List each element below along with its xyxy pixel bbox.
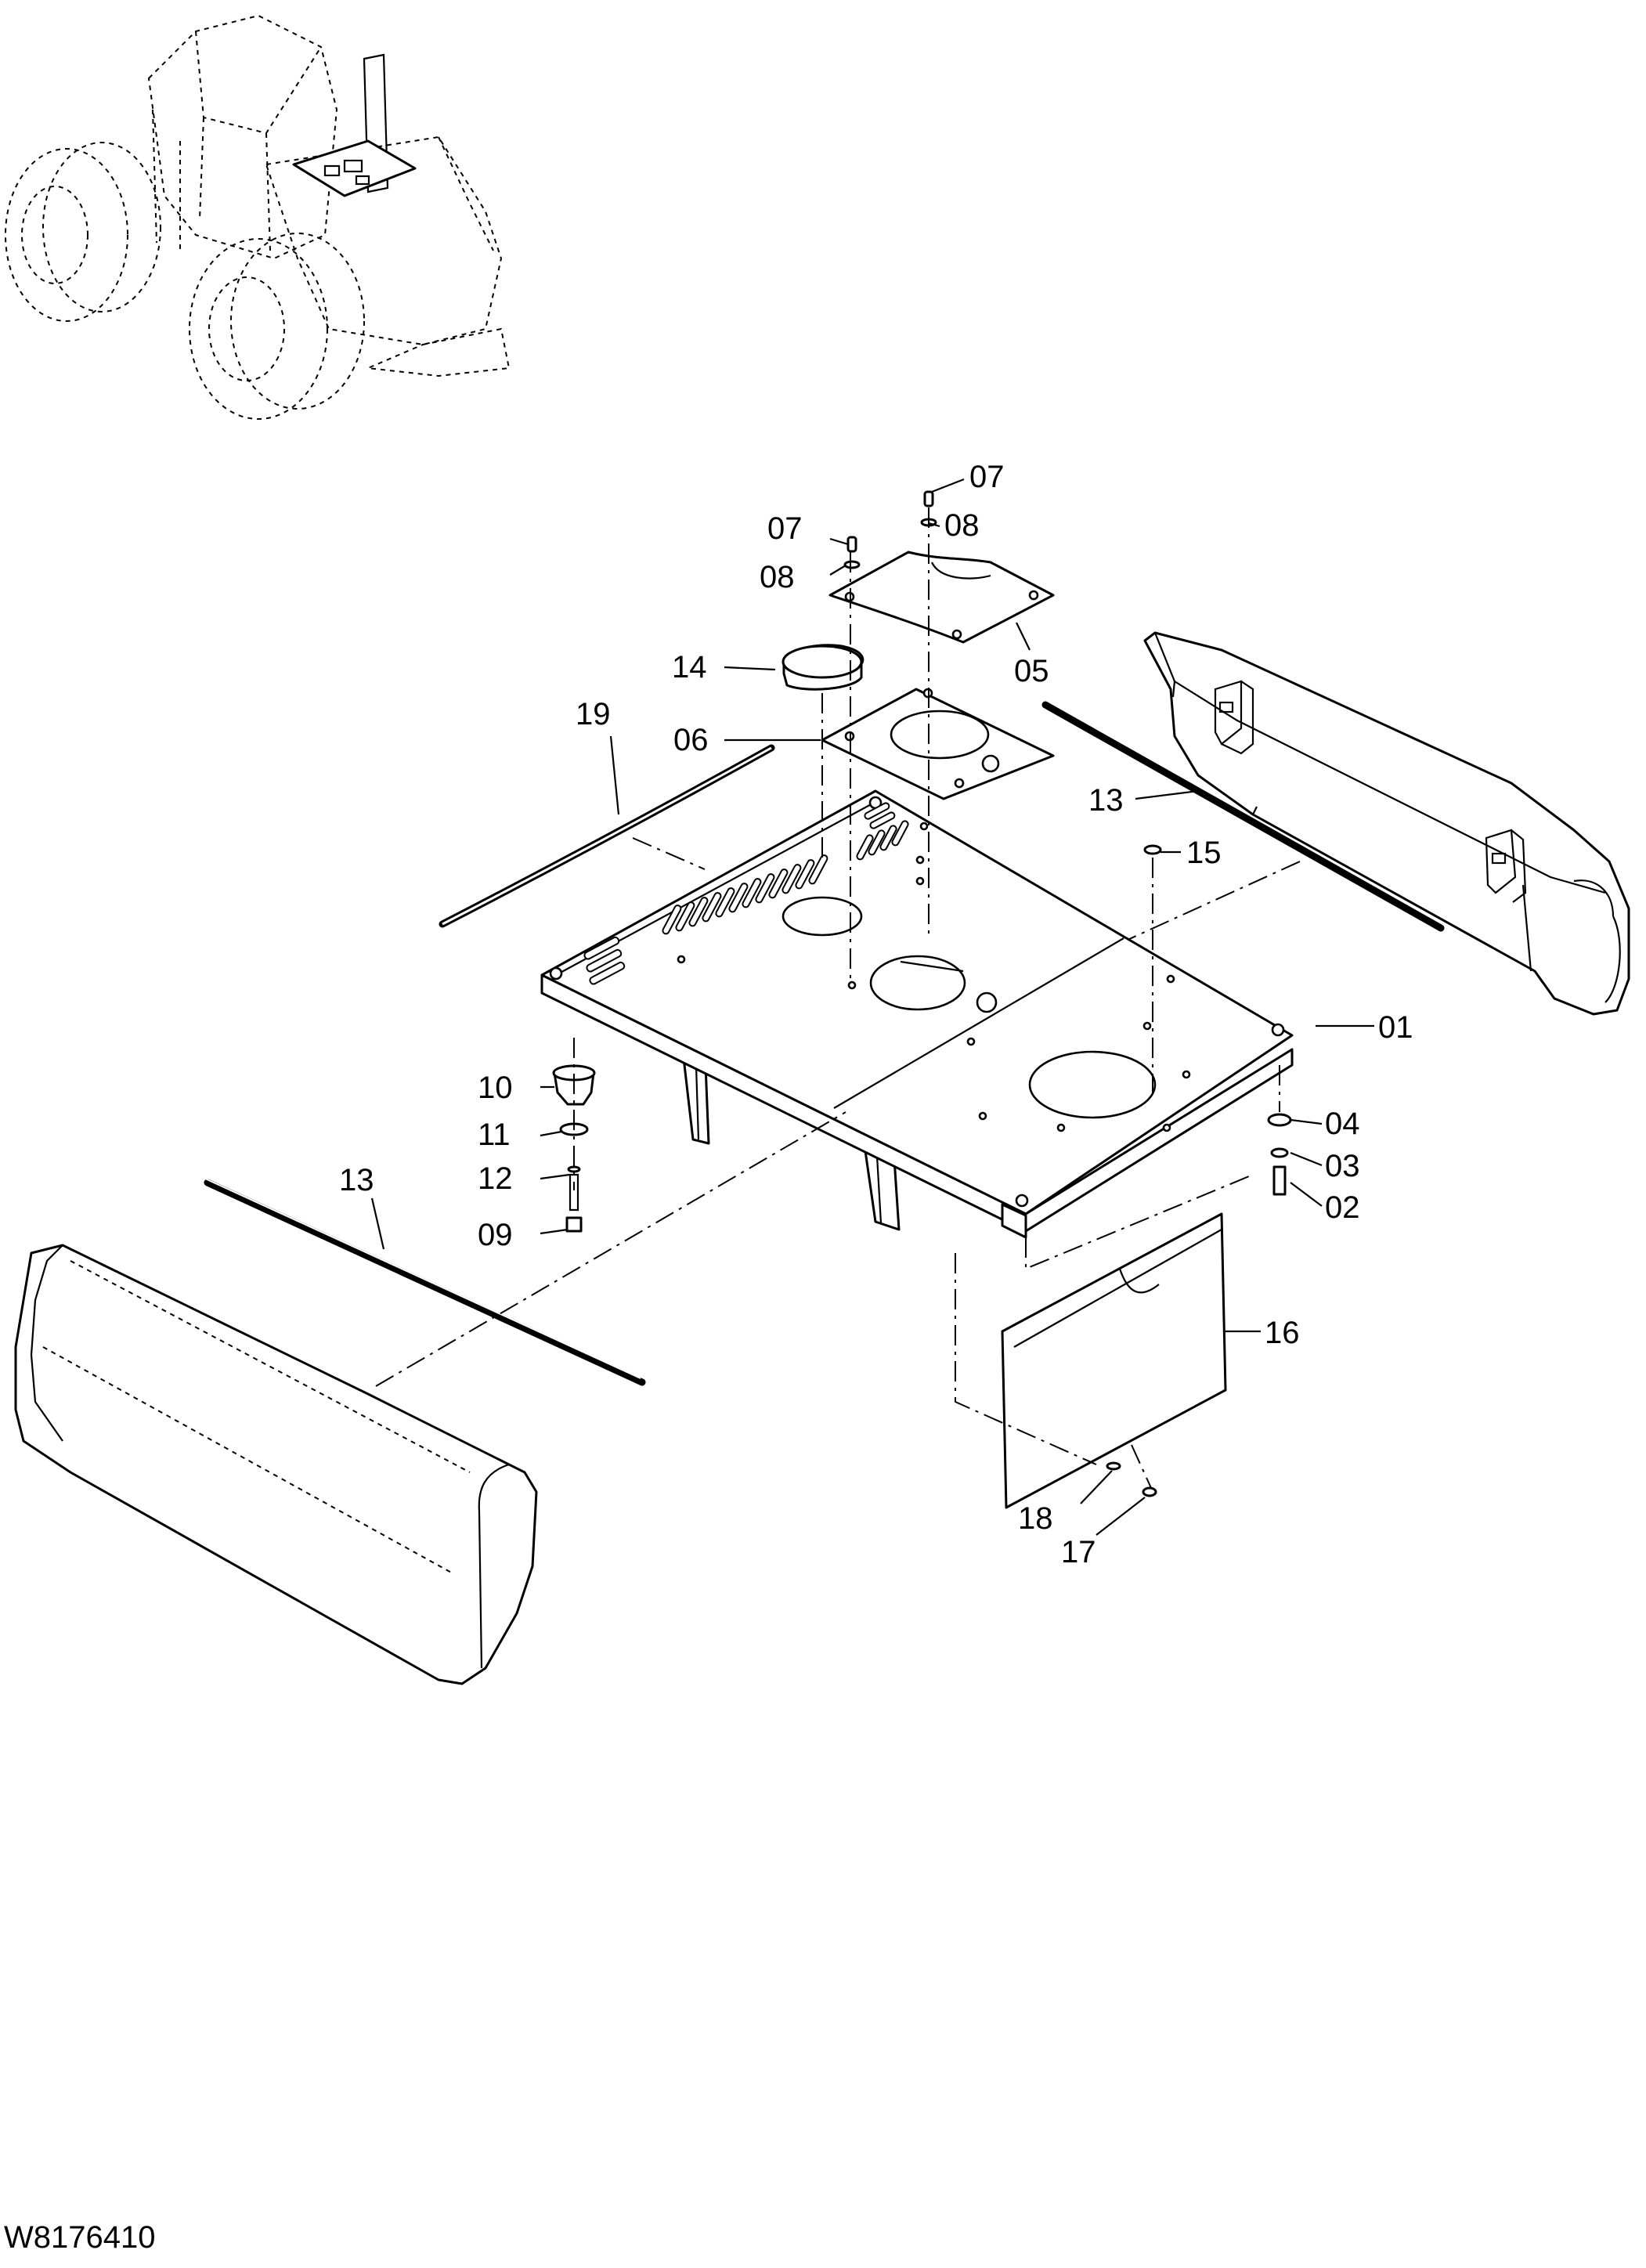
callout-04: 04 (1325, 1107, 1360, 1141)
assembly-lines (375, 507, 1301, 1489)
floor-plate (540, 789, 1294, 1239)
callout-12: 12 (478, 1161, 513, 1196)
plate-06 (821, 688, 1055, 800)
front-cover-panel (14, 1244, 538, 1685)
callout-15: 15 (1186, 836, 1222, 870)
callout-16: 16 (1265, 1316, 1300, 1350)
callout-13-rear: 13 (1088, 783, 1124, 818)
callout-18: 18 (1018, 1501, 1053, 1536)
leader-lines (370, 478, 1374, 1536)
plate-05 (828, 551, 1055, 644)
cover-plate-16 (1001, 1212, 1227, 1509)
callout-08-left: 08 (760, 560, 795, 594)
callout-10: 10 (478, 1071, 513, 1105)
callout-02: 02 (1325, 1190, 1360, 1225)
callout-13-front: 13 (339, 1163, 374, 1197)
callout-17: 17 (1061, 1535, 1096, 1569)
callout-08-right: 08 (944, 508, 980, 543)
callout-14: 14 (672, 650, 707, 684)
cap-14 (781, 644, 865, 691)
callout-19: 19 (576, 697, 611, 731)
callout-09: 09 (478, 1218, 513, 1252)
callout-05: 05 (1014, 654, 1049, 688)
vent-slots (583, 802, 909, 985)
seal-strip-rear (1041, 701, 1445, 932)
seal-strip-front (204, 1179, 646, 1386)
rear-cover-panel (1143, 631, 1630, 1016)
drawing-number: W8176410 (4, 2220, 155, 2255)
machine-overview-thumbnail (5, 14, 511, 420)
callout-06: 06 (673, 723, 709, 757)
callout-07-left: 07 (767, 511, 803, 546)
callout-01: 01 (1378, 1010, 1413, 1045)
callout-03: 03 (1325, 1149, 1360, 1183)
callout-11: 11 (478, 1118, 511, 1152)
callouts: 01 02 03 04 05 06 07 07 08 08 09 10 11 1… (339, 460, 1413, 1569)
callout-07-right: 07 (969, 460, 1005, 494)
